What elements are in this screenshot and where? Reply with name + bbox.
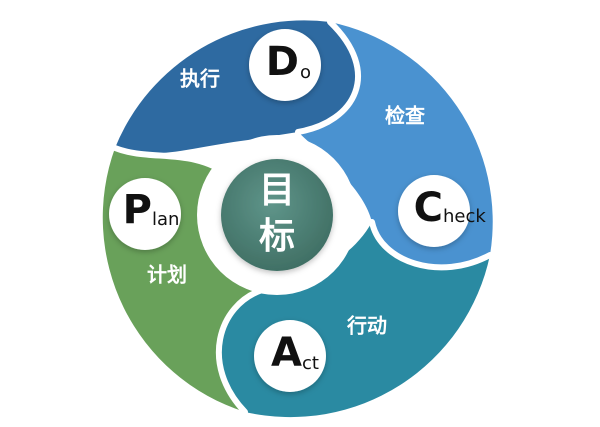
center-title-line1: 目 xyxy=(259,170,295,211)
act-letter: A xyxy=(271,330,302,376)
plan-letter: P xyxy=(123,187,152,233)
plan-label: 计划 xyxy=(147,263,187,287)
act-badge: A ct xyxy=(254,320,326,392)
check-badge: C heck xyxy=(398,175,486,247)
check-label: 检查 xyxy=(385,104,425,128)
plan-rest: lan xyxy=(152,209,179,230)
center-title-line2: 标 xyxy=(259,216,295,257)
do-label: 执行 xyxy=(180,67,220,91)
do-badge: D o xyxy=(249,29,321,101)
segment-dividers xyxy=(112,19,493,415)
do-rest: o xyxy=(300,62,311,83)
do-letter: D xyxy=(266,39,299,85)
center-circle xyxy=(221,159,333,271)
check-letter: C xyxy=(414,185,443,231)
check-rest: heck xyxy=(443,206,486,227)
plan-badge: P lan xyxy=(109,178,181,250)
act-label: 行动 xyxy=(346,314,387,338)
act-rest: ct xyxy=(302,353,319,374)
